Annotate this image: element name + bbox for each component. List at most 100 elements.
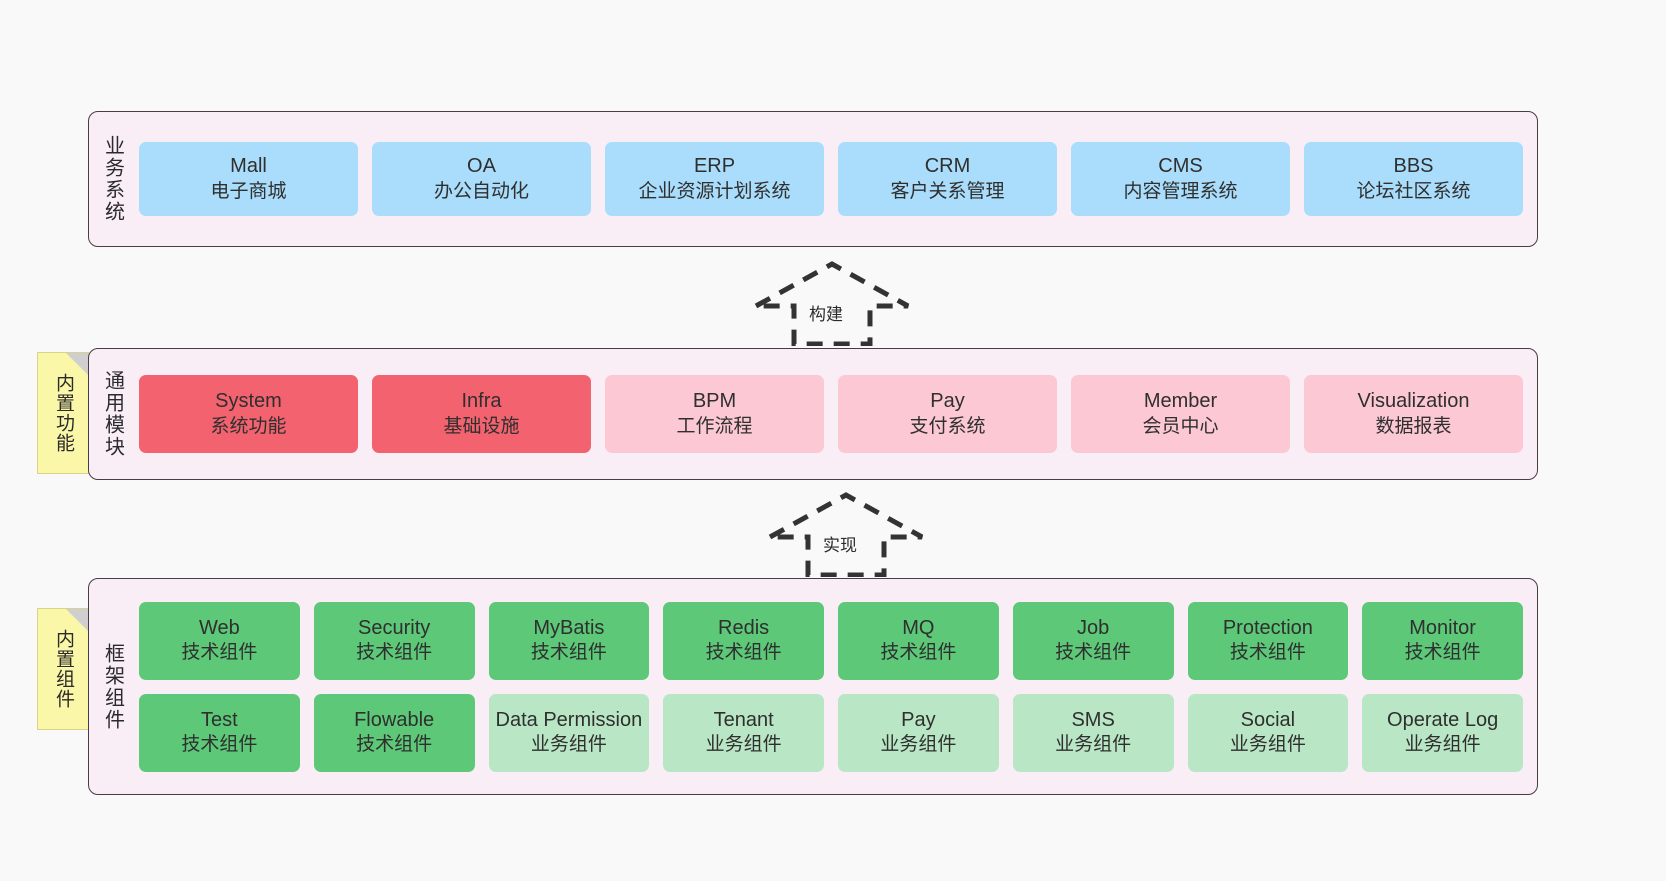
node-subtitle: 技术组件	[1229, 642, 1306, 664]
node-title: Flowable	[354, 708, 435, 731]
node-bbs[interactable]: BBS 论坛社区系统	[1304, 142, 1523, 216]
node-title: Security	[358, 616, 431, 639]
node-subtitle: 技术组件	[181, 642, 258, 664]
node-subtitle: 工作流程	[676, 415, 753, 437]
node-title: System	[215, 390, 282, 413]
node-visualization[interactable]: Visualization 数据报表	[1304, 375, 1523, 453]
node-title: Pay	[930, 390, 965, 413]
sticky-note-builtin-features: 内置功能	[37, 352, 89, 474]
node-row: Web 技术组件 Security 技术组件 MyBatis 技术组件 Redi…	[139, 601, 1523, 680]
node-title: OA	[467, 155, 496, 178]
layer-title-frame: 框架组件	[101, 642, 124, 731]
node-title: Operate Log	[1387, 708, 1499, 731]
layer-title-modules: 通用模块	[101, 370, 124, 458]
node-subtitle: 业务组件	[530, 734, 607, 756]
node-title: Job	[1077, 616, 1110, 639]
layer-common-modules: 通用模块 System 系统功能 Infra 基础设施 BPM 工作流程 Pay…	[88, 348, 1538, 480]
node-data-permission[interactable]: Data Permission 业务组件	[488, 693, 650, 772]
node-subtitle: 会员中心	[1142, 415, 1219, 437]
node-erp[interactable]: ERP 企业资源计划系统	[605, 142, 824, 216]
node-crm[interactable]: CRM 客户关系管理	[838, 142, 1057, 216]
node-job[interactable]: Job 技术组件	[1012, 601, 1174, 680]
node-redis[interactable]: Redis 技术组件	[663, 601, 824, 680]
node-title: CRM	[924, 155, 971, 178]
node-infra[interactable]: Infra 基础设施	[372, 375, 591, 453]
node-subtitle: 业务组件	[1055, 734, 1132, 756]
node-monitor[interactable]: Monitor 技术组件	[1362, 601, 1523, 680]
node-subtitle: 业务组件	[1229, 734, 1306, 756]
node-row: System 系统功能 Infra 基础设施 BPM 工作流程 Pay 支付系统…	[139, 375, 1523, 453]
node-title: Web	[198, 616, 240, 639]
node-subtitle: 内容管理系统	[1123, 180, 1238, 202]
node-subtitle: 技术组件	[530, 642, 607, 664]
arrow-build: 构建	[752, 258, 912, 346]
node-title: Pay	[901, 708, 936, 731]
node-subtitle: 基础设施	[443, 415, 520, 437]
node-subtitle: 办公自动化	[433, 180, 529, 202]
node-oa[interactable]: OA 办公自动化	[372, 142, 591, 216]
node-subtitle: 业务组件	[705, 734, 782, 756]
node-title: Visualization	[1357, 390, 1470, 413]
arrow-implement-shape	[768, 492, 924, 577]
node-subtitle: 电子商城	[210, 180, 287, 202]
node-title: BBS	[1393, 155, 1434, 178]
node-social[interactable]: Social 业务组件	[1187, 693, 1349, 772]
node-sms[interactable]: SMS 业务组件	[1012, 693, 1174, 772]
arrow-implement: 实现	[766, 489, 926, 577]
node-title: Protection	[1222, 616, 1313, 639]
node-subtitle: 系统功能	[210, 415, 287, 437]
node-pay-module[interactable]: Pay 支付系统	[838, 375, 1057, 453]
node-mq[interactable]: MQ 技术组件	[838, 601, 999, 680]
node-subtitle: 技术组件	[356, 734, 433, 756]
node-subtitle: 客户关系管理	[890, 180, 1005, 202]
node-operate-log[interactable]: Operate Log 业务组件	[1362, 693, 1523, 772]
node-title: Redis	[718, 616, 770, 639]
node-title: Data Permission	[495, 708, 643, 731]
node-title: Test	[201, 708, 238, 731]
node-test[interactable]: Test 技术组件	[139, 693, 300, 772]
node-subtitle: 支付系统	[909, 415, 986, 437]
node-row: Mall 电子商城 OA 办公自动化 ERP 企业资源计划系统 CRM 客户关系…	[139, 142, 1523, 216]
node-bpm[interactable]: BPM 工作流程	[605, 375, 824, 453]
node-subtitle: 业务组件	[880, 734, 957, 756]
node-title: Mall	[230, 155, 267, 178]
node-system[interactable]: System 系统功能	[139, 375, 358, 453]
sticky-note-builtin-components: 内置组件	[37, 608, 89, 730]
node-subtitle: 技术组件	[1055, 642, 1132, 664]
node-flowable[interactable]: Flowable 技术组件	[313, 693, 475, 772]
node-subtitle: 技术组件	[1404, 642, 1481, 664]
node-mall[interactable]: Mall 电子商城	[139, 142, 358, 216]
node-subtitle: 技术组件	[880, 642, 957, 664]
node-title: Monitor	[1409, 616, 1476, 639]
node-title: Social	[1240, 708, 1296, 731]
node-subtitle: 业务组件	[1404, 734, 1481, 756]
node-row: Test 技术组件 Flowable 技术组件 Data Permission …	[139, 693, 1523, 772]
node-member[interactable]: Member 会员中心	[1071, 375, 1290, 453]
layer-framework-components: 框架组件 Web 技术组件 Security 技术组件 MyBatis 技术组件…	[88, 578, 1538, 795]
layer-body-modules: System 系统功能 Infra 基础设施 BPM 工作流程 Pay 支付系统…	[135, 349, 1537, 479]
arrow-build-label: 构建	[809, 305, 843, 324]
node-security[interactable]: Security 技术组件	[313, 601, 475, 680]
layer-body-business: Mall 电子商城 OA 办公自动化 ERP 企业资源计划系统 CRM 客户关系…	[135, 112, 1537, 246]
node-cms[interactable]: CMS 内容管理系统	[1071, 142, 1290, 216]
node-web[interactable]: Web 技术组件	[139, 601, 300, 680]
node-title: Infra	[461, 390, 502, 413]
node-title: ERP	[693, 155, 736, 178]
arrow-build-shape	[754, 261, 910, 346]
node-title: SMS	[1071, 708, 1115, 731]
node-title: MQ	[902, 616, 935, 639]
arrow-implement-label: 实现	[823, 536, 857, 555]
layer-body-frame: Web 技术组件 Security 技术组件 MyBatis 技术组件 Redi…	[135, 579, 1537, 794]
node-tenant[interactable]: Tenant 业务组件	[663, 693, 824, 772]
node-title: Tenant	[713, 708, 774, 731]
node-subtitle: 企业资源计划系统	[638, 180, 791, 202]
node-pay-component[interactable]: Pay 业务组件	[838, 693, 999, 772]
node-subtitle: 数据报表	[1375, 415, 1452, 437]
node-title: BPM	[692, 390, 737, 413]
node-title: CMS	[1158, 155, 1203, 178]
node-subtitle: 技术组件	[181, 734, 258, 756]
node-subtitle: 技术组件	[705, 642, 782, 664]
node-mybatis[interactable]: MyBatis 技术组件	[488, 601, 650, 680]
node-protection[interactable]: Protection 技术组件	[1187, 601, 1349, 680]
